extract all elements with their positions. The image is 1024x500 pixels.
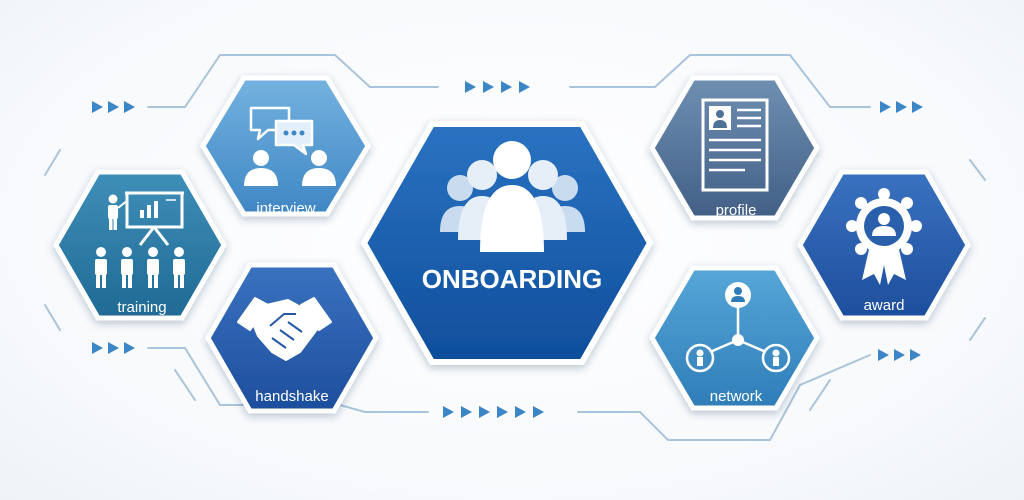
hex-interview-label: interview xyxy=(256,200,315,217)
hex-training-label: training xyxy=(117,299,166,316)
presentation-training-icon xyxy=(95,191,185,288)
connector-right-edge xyxy=(969,159,986,341)
network-people-icon xyxy=(685,282,791,373)
arrows-bottom-center xyxy=(443,406,544,418)
interview-chat-icon xyxy=(244,106,336,186)
hex-profile-shape xyxy=(649,75,820,221)
hex-handshake[interactable]: handshake xyxy=(205,262,379,414)
connector-left-edge xyxy=(44,149,61,331)
arrows-top-right xyxy=(880,101,923,113)
arrows-bottom-left xyxy=(92,342,135,354)
hex-training[interactable]: training xyxy=(53,169,227,321)
onboarding-title: ONBOARDING xyxy=(422,264,603,294)
hex-profile-label: profile xyxy=(716,202,757,219)
profile-document-icon xyxy=(701,98,769,192)
arrows-top-center xyxy=(465,81,530,93)
hex-interview[interactable]: interview xyxy=(200,75,371,217)
people-group-icon xyxy=(440,141,585,252)
arrow-groups xyxy=(92,81,923,418)
hex-network[interactable]: network xyxy=(649,265,820,411)
hex-onboarding[interactable]: ONBOARDING xyxy=(360,121,654,365)
handshake-icon xyxy=(237,297,332,361)
arrows-top-left xyxy=(92,101,135,113)
hex-award[interactable]: award xyxy=(797,169,971,321)
arrows-bottom-right xyxy=(878,349,921,361)
connector-left-outer xyxy=(174,369,196,401)
hex-handshake-label: handshake xyxy=(255,388,328,405)
hex-profile[interactable]: profile xyxy=(649,75,820,221)
hex-award-label: award xyxy=(864,297,905,314)
connector-top-left xyxy=(147,54,439,108)
connector-top-right xyxy=(569,54,871,108)
hex-network-label: network xyxy=(710,388,763,405)
connector-right-outer xyxy=(809,379,831,411)
award-ribbon-icon xyxy=(846,188,922,285)
connector-bottom-right xyxy=(577,354,871,441)
